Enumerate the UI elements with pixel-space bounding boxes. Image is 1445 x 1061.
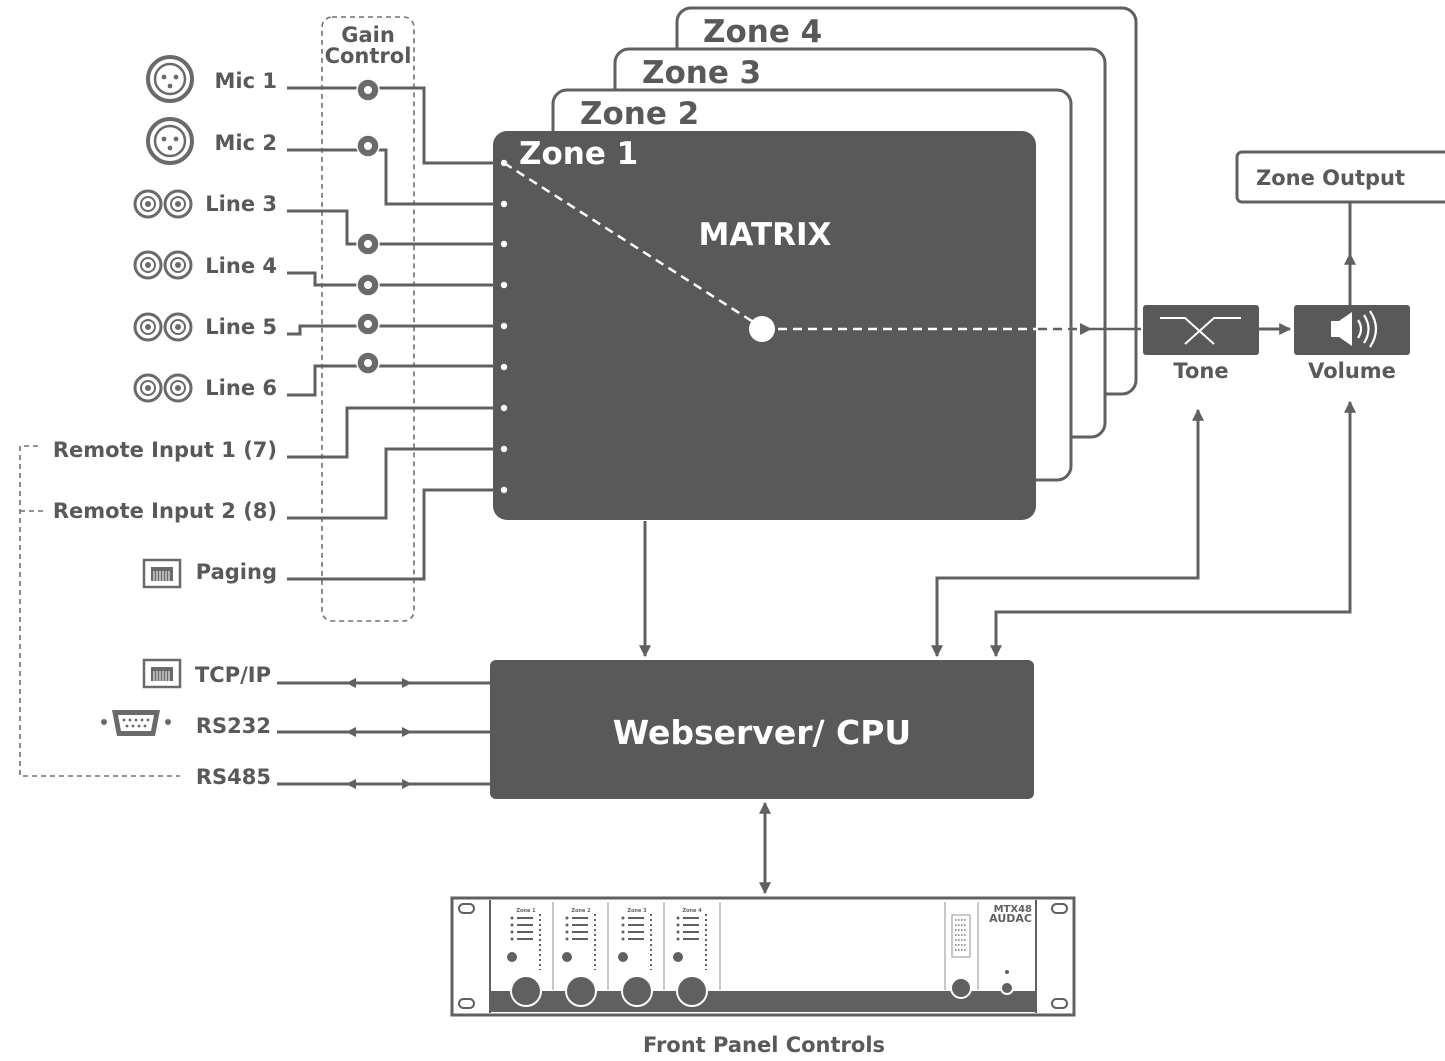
zone-output-label: Zone Output	[1256, 166, 1405, 190]
rca-connector-icon	[133, 312, 193, 342]
channel-label: Zone 4	[682, 908, 702, 914]
port-label-rs485: RS485	[196, 765, 271, 789]
gain-knob-icon	[356, 78, 380, 102]
input-label-paging: Paging	[196, 560, 277, 584]
channel-button-icon	[562, 952, 572, 962]
input-label-mic-1: Mic 1	[215, 69, 277, 93]
port-label-tcpip: TCP/IP	[195, 663, 271, 687]
xlr-connector-icon	[146, 117, 194, 165]
input-label-line-3: Line 3	[205, 192, 277, 216]
channel-button-icon	[507, 952, 517, 962]
ir-receiver-grille-icon	[951, 914, 971, 958]
channel-label: Zone 1	[516, 908, 536, 914]
zone-1-matrix-block: Zone 1 MATRIX	[493, 131, 1036, 520]
cpu-block: Webserver/ CPU	[490, 660, 1034, 799]
input-label-line-4: Line 4	[205, 254, 277, 278]
volume-block: Volume	[1294, 305, 1410, 383]
matrix-label: MATRIX	[699, 217, 832, 253]
matrix-crosspoint-node	[749, 316, 775, 342]
rca-connector-icon	[133, 189, 193, 219]
channel-button-icon	[618, 952, 628, 962]
channel-volume-knob-icon	[621, 975, 653, 1007]
input-label-line-5: Line 5	[205, 315, 277, 339]
gain-knobs	[356, 78, 380, 375]
input-labels: Mic 1 Mic 2 Line 3 Line 4 Line 5 Line 6 …	[53, 69, 277, 584]
volume-label: Volume	[1308, 359, 1396, 383]
device-model: MTX48	[994, 904, 1032, 915]
channel-volume-knob-icon	[676, 975, 708, 1007]
rca-connector-icon	[133, 250, 193, 280]
gain-control-group: Gain Control	[321, 16, 415, 622]
front-panel-device: Zone 1 Zone 2 Zone 3	[450, 896, 1076, 1017]
zone-2-label: Zone 2	[580, 96, 699, 132]
tone-label: Tone	[1173, 359, 1228, 383]
front-panel-channel-1: Zone 1	[507, 902, 554, 1007]
gain-knob-icon	[356, 273, 380, 297]
input-label-remote-2: Remote Input 2 (8)	[53, 499, 277, 523]
gain-control-label-2: Control	[325, 44, 412, 68]
front-panel-channel-3: Zone 3	[618, 902, 665, 1007]
rca-connector-icon	[133, 373, 193, 403]
channel-label: Zone 2	[571, 908, 591, 914]
power-button-icon	[1000, 981, 1014, 995]
speaker-icon	[1331, 310, 1378, 348]
rj45-port-icon	[142, 558, 182, 589]
channel-label: Zone 3	[627, 908, 647, 914]
port-label-rs232: RS232	[196, 714, 271, 738]
matrix-input-dots	[500, 159, 508, 494]
cpu-label: Webserver/ CPU	[613, 713, 911, 752]
tone-block: Tone	[1143, 305, 1259, 383]
control-port-links	[277, 678, 490, 789]
gain-knob-icon	[356, 134, 380, 158]
db9-connector-icon	[101, 710, 171, 736]
gain-knob-icon	[356, 312, 380, 336]
cpu-to-volume-link	[990, 400, 1356, 658]
channel-volume-knob-icon	[510, 975, 542, 1007]
xlr-connector-icon	[146, 55, 194, 103]
front-panel-channels: Zone 1 Zone 2 Zone 3	[507, 902, 721, 1007]
gain-knob-icon	[356, 351, 380, 375]
zone-1-label: Zone 1	[519, 136, 638, 172]
input-label-mic-2: Mic 2	[215, 131, 277, 155]
front-panel-channel-4: Zone 4	[673, 902, 721, 1007]
zone-4-label: Zone 4	[703, 14, 822, 50]
zone-output-box: Zone Output	[1235, 150, 1445, 204]
input-label-line-6: Line 6	[205, 376, 277, 400]
zone-3-label: Zone 3	[642, 55, 761, 91]
rack-ear-hole-icon	[458, 903, 1068, 1009]
channel-volume-knob-icon	[565, 975, 597, 1007]
gain-knob-icon	[356, 232, 380, 256]
front-panel-caption: Front Panel Controls	[643, 1033, 885, 1056]
channel-button-icon	[673, 952, 683, 962]
device-brand: AUDAC	[989, 912, 1032, 925]
rj45-port-icon	[142, 658, 182, 689]
input-label-remote-1: Remote Input 1 (7)	[53, 438, 277, 462]
gain-control-label-1: Gain	[341, 23, 395, 47]
remote-input-1-link	[19, 445, 180, 777]
front-panel-channel-2: Zone 2	[562, 902, 609, 1007]
input-wiring	[287, 86, 494, 581]
matrix-crosspoint-line	[503, 161, 759, 327]
headphone-jack-icon	[950, 977, 972, 999]
